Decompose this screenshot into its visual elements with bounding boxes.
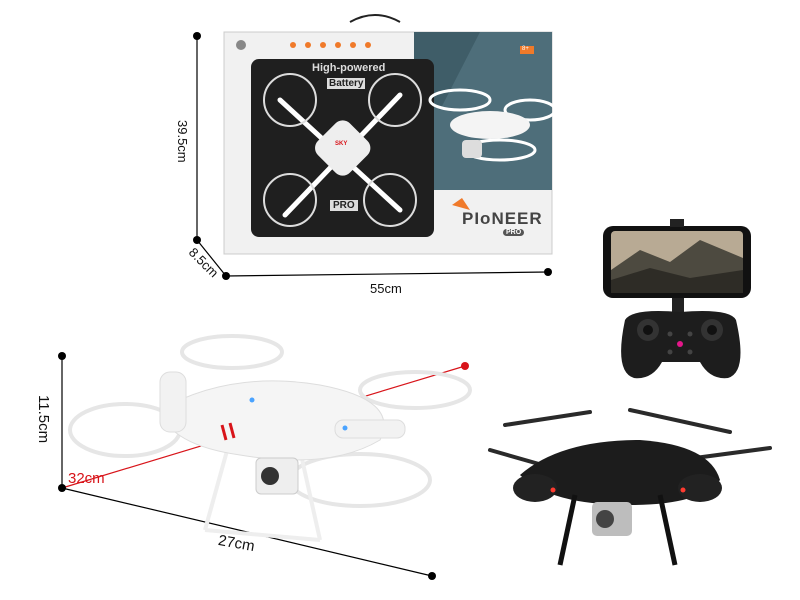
brand-sub: PRO <box>503 229 525 236</box>
remote-controller <box>621 311 741 379</box>
box-headline: High-powered <box>312 62 386 74</box>
brand-name: PIoNEER <box>462 209 543 228</box>
drone-logo-text: SKY <box>335 141 348 147</box>
box-dimension-dots <box>193 32 552 280</box>
pro-badge: PRO <box>330 200 358 211</box>
product-box <box>223 14 557 255</box>
drone-height-label: 11.5cm <box>35 395 52 444</box>
drone-length-label: 32cm <box>68 470 105 487</box>
box-dimension-lines <box>196 36 549 277</box>
white-drone <box>68 334 472 542</box>
brand-logo <box>452 198 470 210</box>
black-drone <box>488 408 772 566</box>
phone <box>603 219 751 312</box>
age-badge: 8+ <box>522 46 529 52</box>
box-width-label: 55cm <box>370 281 402 296</box>
box-handle <box>349 14 401 23</box>
power-led <box>677 341 683 347</box>
battery-badge: Battery <box>327 78 366 89</box>
box-height-label: 39.5cm <box>175 120 190 163</box>
phone-holder <box>672 298 684 312</box>
